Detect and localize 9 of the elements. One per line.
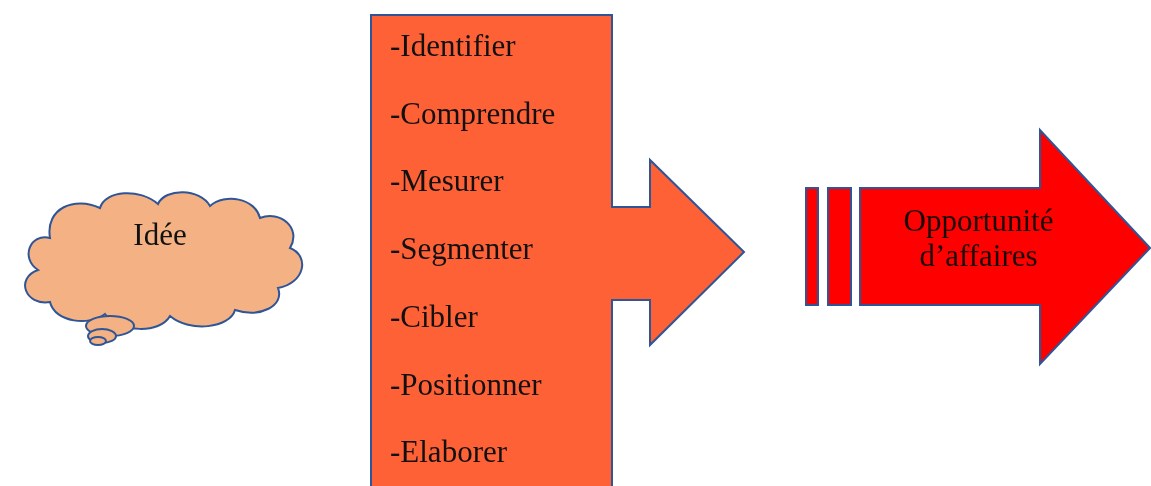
cloud-label: Idée [132,218,188,253]
list-item: -Segmenter [390,232,534,267]
list-item: -Cibler [390,299,479,335]
arrow-label: Opportunité d’affaires [902,204,1055,274]
list-item: -Mesurer [390,164,505,200]
list-item: -Comprendre [390,96,557,132]
list-item: -Identifier [390,29,517,64]
list-item: -Elaborer [390,435,509,471]
list-item: -Positionner [390,367,543,403]
